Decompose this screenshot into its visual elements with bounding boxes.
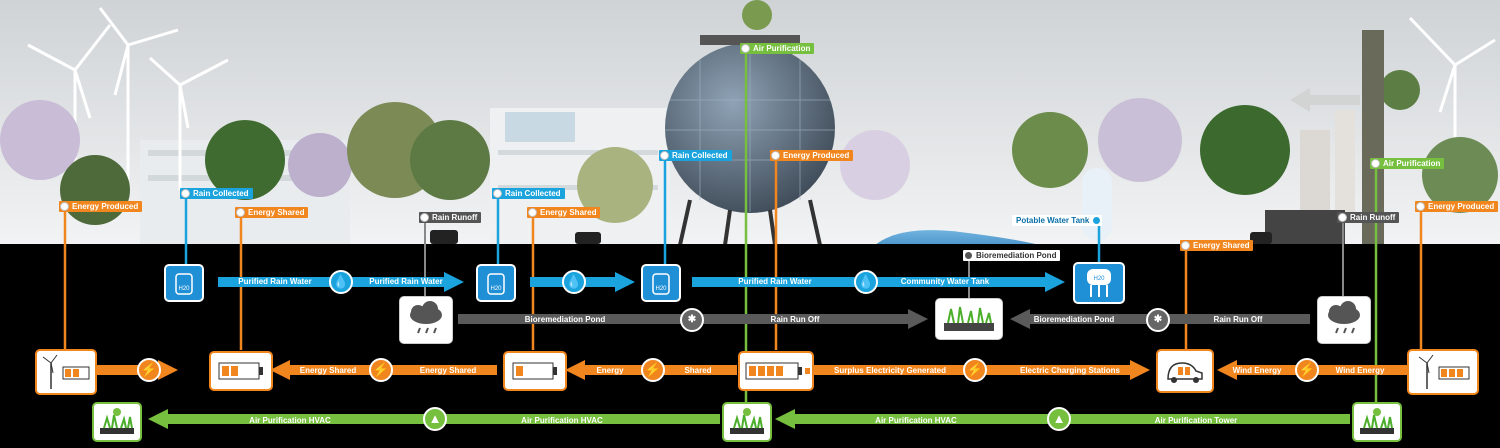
label-bioremediation-pond: Bioremediation Pond: [963, 250, 1061, 261]
label-energy-shared-2: Energy Shared: [527, 207, 601, 218]
flow-energy-shared-b: Energy Shared: [419, 366, 477, 375]
label-energy-produced-right: Energy Produced: [1415, 201, 1499, 212]
label-rain-collected-2: Rain Collected: [492, 188, 565, 199]
flow-rain-run-off-right: Rain Run Off: [1213, 315, 1263, 324]
rain-cloud-icon: [1328, 301, 1360, 334]
flow-bioremediation-pond-right: Bioremediation Pond: [1033, 315, 1115, 324]
rain-cloud-icon: [410, 301, 442, 334]
flow-air-tower: Air Purification Tower: [1154, 416, 1238, 425]
community-water-tank-node: H20: [1073, 262, 1125, 304]
grass-icon: [1360, 408, 1394, 434]
battery-icon: [745, 362, 810, 380]
flow-community-water-tank: Community Water Tank: [900, 277, 990, 286]
lightning-bolt-icon: ⚡: [137, 358, 161, 382]
svg-text:H20: H20: [490, 286, 502, 292]
lightning-bolt-icon: ⚡: [1295, 358, 1319, 382]
svg-text:H20: H20: [655, 286, 667, 292]
flow-rain-run-off-left: Rain Run Off: [770, 315, 820, 324]
label-rain-runoff-left: Rain Runoff: [419, 212, 482, 223]
label-air-purification-top: Air Purification: [740, 43, 815, 54]
battery-node-2: [503, 351, 567, 391]
flow-air-hvac-1: Air Purification HVAC: [249, 416, 331, 425]
flow-energy: Energy: [596, 366, 624, 375]
grass-icon: ✱: [680, 308, 704, 332]
water-drop-icon: 💧: [854, 270, 878, 294]
flow-wind-energy-b: Wind Energy: [1335, 366, 1385, 375]
battery-node-center: [738, 351, 814, 391]
wind-turbine-icon: [1418, 354, 1470, 389]
air-hvac-node-center: [722, 402, 772, 442]
battery-node-1: [209, 351, 273, 391]
label-energy-shared-1: Energy Shared: [235, 207, 309, 218]
electric-car-node: [1156, 349, 1214, 393]
flow-purified-rain-water-1: Purified Rain Water: [238, 277, 312, 286]
flow-air-hvac-2: Air Purification HVAC: [521, 416, 603, 425]
flow-bioremediation-pond-left: Bioremediation Pond: [524, 315, 606, 324]
water-tank-node-1: H20: [164, 264, 204, 302]
air-hvac-node-right: [1352, 402, 1402, 442]
flow-shared: Shared: [684, 366, 712, 375]
lightning-bolt-icon: ⚡: [963, 358, 987, 382]
tree-icon: ▲: [423, 407, 447, 431]
water-tank-icon: H20: [1087, 269, 1111, 297]
flow-surplus-electricity: Surplus Electricity Generated: [833, 366, 947, 375]
svg-text:H20: H20: [1093, 276, 1105, 282]
label-energy-produced-left: Energy Produced: [59, 201, 143, 212]
grass-icon: [100, 408, 134, 434]
grass-icon: ✱: [1146, 308, 1170, 332]
flow-wind-energy-a: Wind Energy: [1232, 366, 1282, 375]
lightning-bolt-icon: ⚡: [641, 358, 665, 382]
label-energy-produced-center: Energy Produced: [770, 150, 854, 161]
rain-cloud-node-left: [399, 296, 453, 344]
svg-text:H20: H20: [178, 286, 190, 292]
label-rain-collected-3: Rain Collected: [659, 150, 732, 161]
bioremediation-pond-node: [935, 298, 1003, 340]
grass-icon: [730, 408, 764, 434]
battery-icon: [218, 362, 263, 380]
water-tank-node-3: H20: [641, 264, 681, 302]
flow-electric-charging: Electric Charging Stations: [1019, 366, 1121, 375]
lightning-bolt-icon: ⚡: [369, 358, 393, 382]
flow-air-hvac-3: Air Purification HVAC: [875, 416, 957, 425]
water-tank-icon: H20: [487, 273, 505, 295]
label-potable-water-tank: Potable Water Tank: [1012, 215, 1103, 226]
water-drop-icon: 💧: [329, 270, 353, 294]
label-rain-collected-1: Rain Collected: [180, 188, 253, 199]
water-drop-icon: 💧: [562, 270, 586, 294]
wind-turbine-node-left: [35, 349, 97, 395]
water-tank-icon: H20: [175, 273, 193, 295]
tree-icon: ▲: [1047, 407, 1071, 431]
battery-icon: [512, 362, 557, 380]
label-energy-shared-right: Energy Shared: [1180, 240, 1254, 251]
wind-turbine-node-right: [1407, 349, 1479, 395]
water-tank-node-2: H20: [476, 264, 516, 302]
flow-purified-rain-water-2: Purified Rain Water: [369, 277, 443, 286]
water-tank-icon: H20: [652, 273, 670, 295]
air-hvac-node-left: [92, 402, 142, 442]
label-air-purification-right: Air Purification: [1370, 158, 1445, 169]
rain-cloud-node-right: [1317, 296, 1371, 344]
grass-icon: [944, 306, 994, 331]
label-rain-runoff-right: Rain Runoff: [1337, 212, 1400, 223]
electric-car-icon: [1167, 362, 1203, 383]
flow-energy-shared-a: Energy Shared: [299, 366, 357, 375]
wind-turbine-icon: [42, 354, 90, 389]
flow-purified-rain-water-3: Purified Rain Water: [738, 277, 812, 286]
